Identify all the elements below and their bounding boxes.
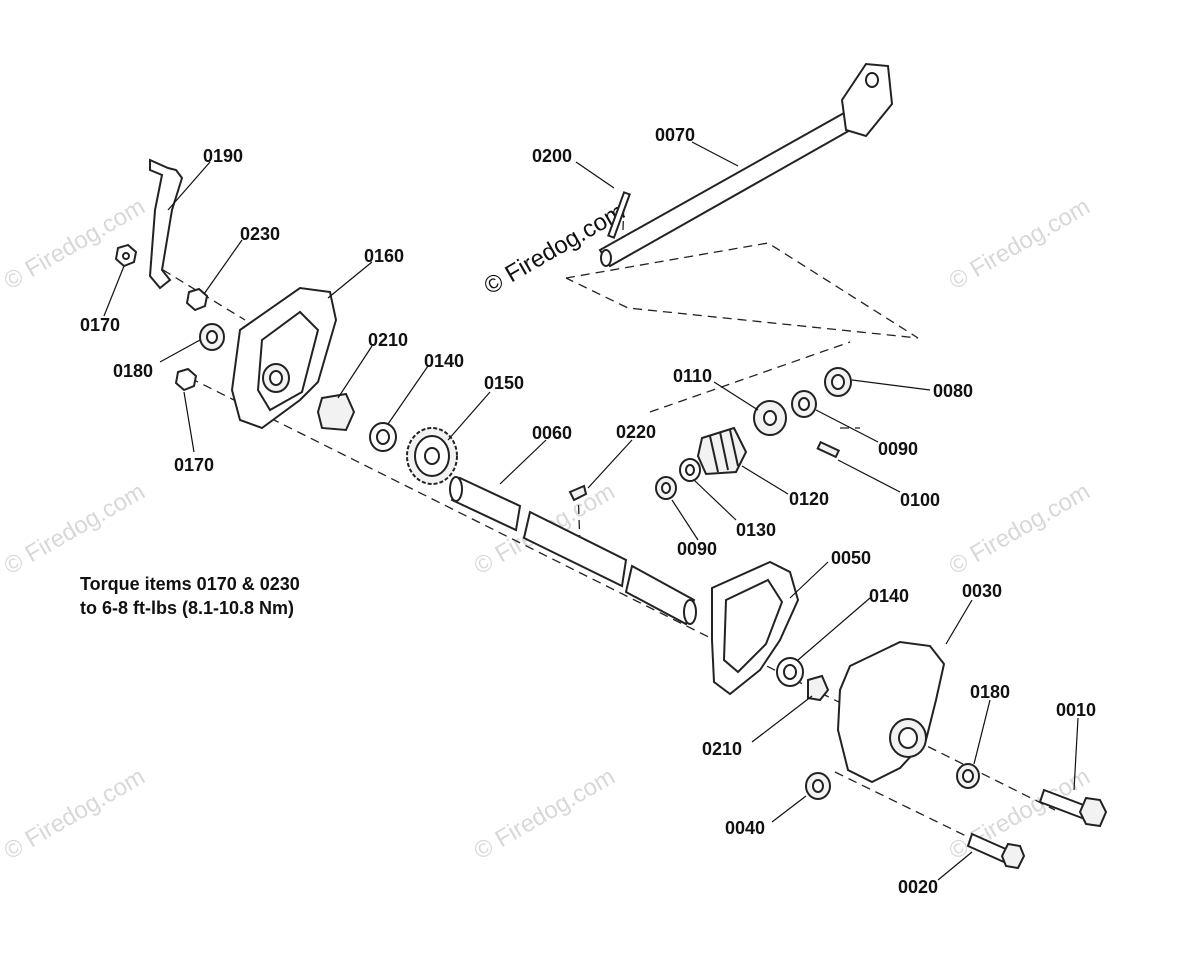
part-gearcase-0030 <box>836 640 946 784</box>
callout-0210: 0210 <box>368 330 408 350</box>
torque-note-line: to 6-8 ft-lbs (8.1-10.8 Nm) <box>80 598 295 618</box>
part-bushing-0090-bottom <box>655 476 677 500</box>
callout-0090: 0090 <box>878 439 918 459</box>
part-bushing-0210-left <box>316 392 356 432</box>
part-bearing-0180-right <box>956 763 980 789</box>
part-washer-0140-left <box>369 422 397 452</box>
callout-0230: 0230 <box>240 224 280 244</box>
part-bolt-0010 <box>1038 788 1108 828</box>
callout-0120: 0120 <box>789 489 829 509</box>
callout-0050: 0050 <box>831 548 871 568</box>
callout-0170: 0170 <box>80 315 120 335</box>
callout-0020: 0020 <box>898 877 938 897</box>
watermark: © Firedog.com <box>0 478 150 580</box>
watermark: © Firedog.com <box>0 193 150 295</box>
watermark: © Firedog.com <box>945 478 1095 580</box>
callout-0150: 0150 <box>484 373 524 393</box>
part-bushing-0090-top <box>791 390 817 418</box>
part-gasket-0050 <box>711 560 800 696</box>
part-lever-0190 <box>148 158 184 290</box>
callout-0210: 0210 <box>702 739 742 759</box>
torque-note: Torque items 0170 & 0230 to 6-8 ft-lbs (… <box>80 572 300 620</box>
callout-0110: 0110 <box>673 366 712 386</box>
callout-0080: 0080 <box>933 381 973 401</box>
part-housing-0160 <box>230 286 338 430</box>
part-washer-0140-right <box>776 657 804 687</box>
part-worm-0120 <box>696 426 748 476</box>
part-nut-0170-top <box>114 243 138 268</box>
callout-0180: 0180 <box>970 682 1010 702</box>
torque-note-line: Torque items 0170 & 0230 <box>80 574 300 594</box>
leader-lines <box>103 141 1079 881</box>
part-bearing-0180-left <box>199 323 225 351</box>
watermark: © Firedog.com <box>470 763 620 865</box>
part-collar-0110 <box>753 400 787 436</box>
callout-0140: 0140 <box>424 351 464 371</box>
callout-0100: 0100 <box>900 490 940 510</box>
part-pin-0200 <box>607 191 631 239</box>
part-nut-0230 <box>185 287 209 312</box>
callout-0140: 0140 <box>869 586 909 606</box>
part-pin-0100 <box>816 440 841 459</box>
part-rod-0070 <box>598 62 894 268</box>
part-washer-0080 <box>824 367 852 397</box>
part-shaft-0060 <box>449 476 697 626</box>
callout-0090: 0090 <box>677 539 717 559</box>
part-bushing-0210-right <box>807 674 830 702</box>
watermark: © Firedog.com <box>945 193 1095 295</box>
callout-0180: 0180 <box>113 361 153 381</box>
callout-0220: 0220 <box>616 422 656 442</box>
callout-0130: 0130 <box>736 520 776 540</box>
part-gear-0150 <box>406 427 458 485</box>
part-washer-0130 <box>679 458 701 482</box>
callout-0030: 0030 <box>962 581 1002 601</box>
callout-0160: 0160 <box>364 246 404 266</box>
callout-0190: 0190 <box>203 146 243 166</box>
callout-0040: 0040 <box>725 818 765 838</box>
callout-0200: 0200 <box>532 146 572 166</box>
part-nut-0170-bottom <box>174 367 198 392</box>
watermark: © Firedog.com <box>0 763 150 865</box>
callout-0070: 0070 <box>655 125 695 145</box>
callouts: 0190 0230 0160 0170 0180 0170 0210 0140 … <box>80 125 1096 897</box>
part-key-0220 <box>568 484 588 502</box>
callout-0060: 0060 <box>532 423 572 443</box>
part-plug-0040 <box>805 772 831 800</box>
callout-0010: 0010 <box>1056 700 1096 720</box>
part-bolt-0020 <box>966 832 1026 870</box>
callout-0170: 0170 <box>174 455 214 475</box>
